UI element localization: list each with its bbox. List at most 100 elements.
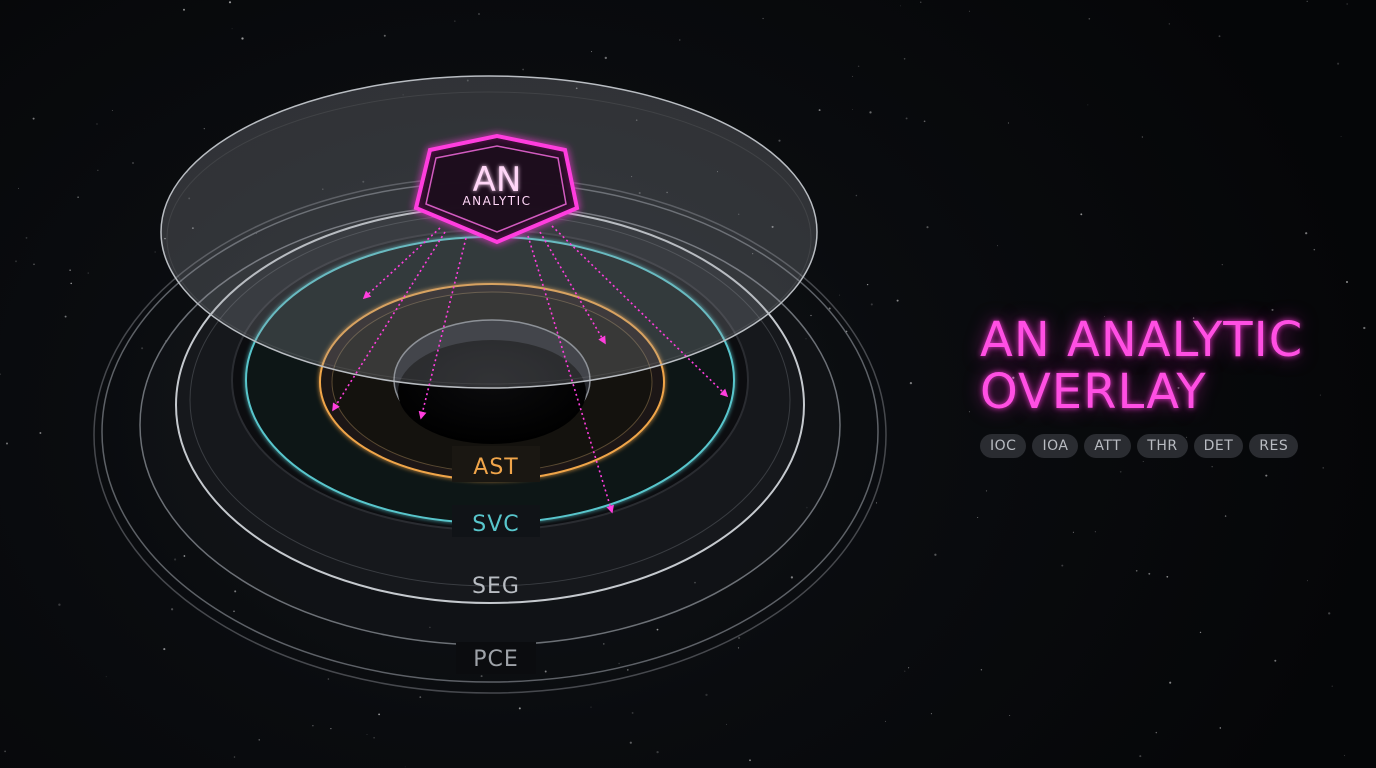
- star: [738, 636, 741, 640]
- star: [985, 490, 988, 492]
- star: [1007, 377, 1009, 379]
- star: [188, 197, 191, 200]
- star: [618, 662, 620, 665]
- star: [629, 741, 632, 744]
- star: [69, 269, 71, 271]
- star: [635, 119, 638, 121]
- star: [1148, 572, 1151, 575]
- arrow-4: [527, 235, 614, 514]
- star: [1088, 18, 1091, 20]
- star: [905, 117, 908, 120]
- star: [1346, 3, 1348, 5]
- svc-label-bg: [452, 505, 540, 537]
- star: [25, 237, 28, 239]
- star: [1007, 122, 1009, 124]
- star: [590, 706, 592, 708]
- ring-label-svc: SVC: [472, 512, 519, 537]
- star: [70, 282, 72, 285]
- star: [968, 411, 970, 413]
- star: [631, 711, 634, 714]
- star: [638, 191, 641, 195]
- star: [1363, 326, 1366, 330]
- star: [255, 233, 257, 234]
- tag-ioa: IOA: [1032, 434, 1079, 458]
- tag-res: RES: [1249, 434, 1299, 458]
- star: [1061, 564, 1064, 567]
- arrow-6: [551, 225, 729, 398]
- star: [656, 750, 659, 754]
- star: [402, 94, 404, 96]
- star: [87, 272, 89, 274]
- star: [522, 68, 524, 71]
- star: [1142, 460, 1144, 462]
- star: [327, 678, 330, 680]
- star: [908, 667, 910, 669]
- star: [4, 750, 6, 753]
- star: [1224, 515, 1227, 517]
- tag-list: IOC IOA ATT THR DET RES: [980, 434, 1360, 458]
- star: [591, 51, 593, 53]
- star: [1218, 35, 1221, 38]
- star: [32, 117, 35, 120]
- ring-label-ast: AST: [473, 455, 518, 480]
- star: [1012, 376, 1015, 379]
- star: [183, 555, 186, 557]
- star: [1155, 731, 1158, 734]
- arrow-3: [418, 237, 467, 420]
- star: [1192, 317, 1195, 319]
- star: [1135, 569, 1138, 572]
- star: [679, 39, 681, 41]
- star: [1094, 531, 1096, 533]
- star: [544, 670, 547, 673]
- star: [738, 213, 740, 215]
- tag-thr: THR: [1137, 434, 1188, 458]
- star: [1141, 136, 1144, 138]
- star: [362, 180, 365, 183]
- star: [900, 5, 901, 7]
- star: [1305, 232, 1308, 235]
- star: [174, 558, 177, 561]
- star: [1306, 0, 1308, 3]
- star: [904, 670, 906, 672]
- star: [105, 676, 107, 678]
- star: [1072, 531, 1074, 533]
- title-line-2: OVERLAY: [980, 364, 1207, 420]
- star: [15, 260, 17, 263]
- star: [926, 226, 929, 229]
- star: [1306, 580, 1308, 582]
- star: [1169, 681, 1172, 684]
- star: [5, 442, 9, 445]
- arrow-2: [332, 231, 446, 412]
- pce-label-bg: [456, 642, 536, 674]
- star: [1080, 213, 1083, 216]
- star: [762, 17, 764, 20]
- tag-det: DET: [1193, 434, 1244, 458]
- star: [466, 79, 469, 82]
- star: [154, 251, 156, 253]
- star: [378, 713, 381, 716]
- star: [875, 502, 878, 504]
- star: [1331, 685, 1333, 687]
- star: [1343, 754, 1346, 757]
- star: [1219, 727, 1222, 729]
- star: [866, 283, 869, 286]
- star: [1139, 755, 1142, 758]
- star: [909, 381, 913, 385]
- arrow-5: [539, 231, 606, 345]
- star: [96, 123, 98, 125]
- star: [903, 58, 906, 60]
- star: [164, 237, 166, 240]
- star: [857, 65, 860, 68]
- star: [656, 628, 659, 631]
- star: [790, 576, 794, 579]
- star: [111, 109, 113, 112]
- ring-label-seg: SEG: [472, 574, 520, 599]
- star: [1274, 659, 1277, 662]
- star: [1211, 466, 1213, 468]
- star: [818, 109, 821, 112]
- star: [518, 707, 521, 710]
- star: [231, 28, 233, 30]
- ring-labels: AST SVC SEG PCE: [452, 446, 540, 674]
- star: [454, 20, 456, 22]
